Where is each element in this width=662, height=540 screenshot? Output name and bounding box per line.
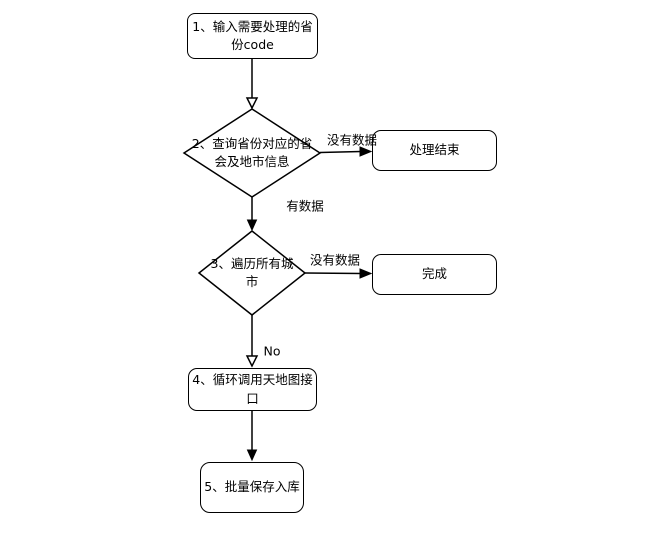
node-step5-batch-save: 5、批量保存入库 (200, 462, 304, 513)
node-step4-call-tianditu-api: 4、循环调用天地图接 口 (188, 368, 317, 411)
filled-arrowhead-decision3 (246, 219, 258, 232)
edge-decision2-to-end (319, 150, 362, 154)
edge-label-no-data-to-end: 没有数据 (326, 132, 378, 148)
filled-arrowhead-end (359, 146, 373, 157)
node-done: 完成 (372, 254, 497, 295)
open-arrowhead-decision2 (245, 97, 259, 110)
node-decision3-iterate-cities: 3、遍历所有城 市 (210, 255, 294, 289)
edge-label-no: No (263, 343, 281, 359)
edge-label-has-data: 有数据 (286, 198, 324, 214)
node-end-processing: 处理结束 (372, 130, 497, 171)
node-decision2-query-province-cities: 2、查询省份对应的省 会及地市信息 (191, 135, 313, 169)
filled-arrowhead-step5 (246, 449, 258, 462)
filled-arrowhead-done (359, 268, 373, 279)
node-step1-input-province-code: 1、输入需要处理的省 份code (187, 13, 318, 59)
edge-label-no-data-to-done: 没有数据 (309, 252, 361, 268)
edge-decision3-to-done (304, 272, 362, 275)
open-arrowhead-step4 (245, 355, 259, 368)
